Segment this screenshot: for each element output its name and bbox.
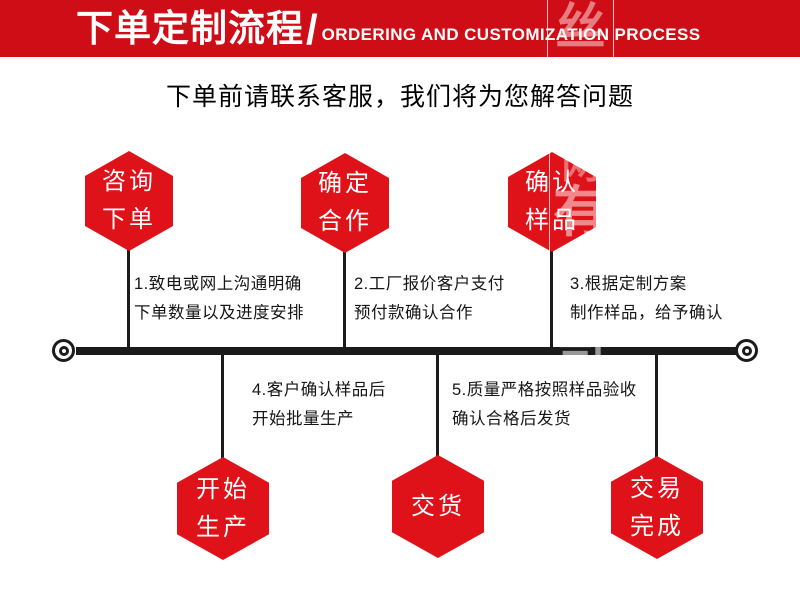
step-text-line: 2.工厂报价客户支付 — [354, 275, 505, 293]
banner-divider: / — [306, 5, 318, 53]
node-label-line: 确认 — [525, 169, 579, 196]
timeline-bar — [76, 347, 736, 355]
step-description-4: 4.客户确认样品后 开始批量生产 — [252, 376, 386, 434]
connector-line-1 — [127, 248, 130, 348]
contact-subtitle: 下单前请联系客服，我们将为您解答问题 — [165, 83, 634, 111]
watermark-strip-edge-left — [547, 0, 548, 57]
timeline-end-circle-right-inner — [741, 345, 752, 356]
connector-line-2 — [343, 250, 346, 348]
step-text-line: 下单数量以及进度安排 — [134, 304, 304, 322]
node-delivery: 交货 — [392, 455, 484, 558]
node-label-line: 交货 — [411, 492, 465, 520]
node-label-line: 生产 — [196, 513, 250, 541]
node-label-line: 交易 — [630, 474, 684, 502]
step-description-3: 3.根据定制方案 制作样品，给予确认 — [570, 270, 723, 328]
step-text-line: 1.致电或网上沟通明确 — [134, 275, 302, 293]
node-label-line: 确定 — [318, 170, 372, 197]
step-text-line: 确认合格后发货 — [452, 410, 571, 428]
timeline-end-circle-left-inner — [58, 345, 69, 356]
step-text-line: 预付款确认合作 — [354, 304, 473, 322]
connector-line-4 — [221, 355, 224, 458]
node-start-production: 开始 生产 — [177, 457, 269, 560]
node-label-line: 完成 — [630, 512, 684, 540]
banner-title-cn: 下单定制流程 — [76, 8, 304, 49]
node-label-line: 合作 — [318, 208, 372, 235]
step-text-line: 制作样品，给予确认 — [570, 304, 723, 322]
header-banner: 下单定制流程 / ORDERING AND CUSTOMIZATION PROC… — [0, 0, 800, 57]
timeline-end-circle-right — [735, 339, 758, 362]
step-text-line: 开始批量生产 — [252, 410, 354, 428]
banner-title-en: ORDERING AND CUSTOMIZATION PROCESS — [321, 25, 701, 44]
connector-line-3 — [550, 249, 553, 348]
node-label-line: 咨询 — [102, 168, 156, 195]
step-description-5: 5.质量严格按照样品验收 确认合格后发货 — [452, 376, 637, 434]
node-confirm-sample: 确认 样品 — [508, 152, 596, 252]
step-description-2: 2.工厂报价客户支付 预付款确认合作 — [354, 270, 505, 328]
step-description-1: 1.致电或网上沟通明确 下单数量以及进度安排 — [134, 270, 304, 328]
node-label-line: 样品 — [525, 207, 579, 234]
connector-line-6 — [655, 355, 658, 457]
step-text-line: 5.质量严格按照样品验收 — [452, 381, 637, 399]
watermark-char: 司 — [555, 328, 606, 384]
step-text-line: 4.客户确认样品后 — [252, 381, 386, 399]
node-consult-order: 咨询 下单 — [85, 151, 173, 251]
timeline-end-circle-left — [52, 339, 75, 362]
connector-line-5 — [436, 355, 439, 456]
node-label-line: 开始 — [196, 475, 250, 503]
watermark-strip-edge-right — [613, 0, 614, 57]
node-confirm-cooperation: 确定 合作 — [301, 153, 389, 253]
node-label-line: 下单 — [102, 206, 156, 233]
step-text-line: 3.根据定制方案 — [570, 275, 687, 293]
node-transaction-complete: 交易 完成 — [611, 456, 703, 559]
watermark-strip-edge-hex — [549, 152, 550, 252]
